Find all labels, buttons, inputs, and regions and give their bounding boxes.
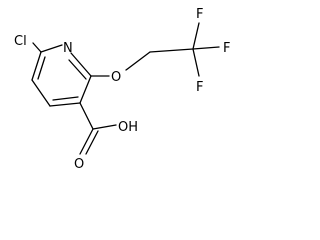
atom-f-right: F (223, 41, 230, 56)
atom-f-bottom: F (196, 80, 203, 95)
bond-c5-c6 (31, 51, 42, 81)
bond-c-o-carbonyl-inner (85, 130, 99, 155)
atom-n: N (63, 41, 73, 56)
atom-f-top: F (196, 7, 203, 22)
bond-c2-c3 (79, 75, 92, 104)
bond-cl-c6 (32, 42, 42, 53)
chemical-structure: Cl N O F F F OH O (14, 7, 230, 172)
bond-n-c2-inner (68, 59, 87, 80)
bond-ch2-cf3 (149, 48, 194, 53)
bond-n-c2 (70, 52, 92, 77)
atom-cl: Cl (14, 34, 27, 49)
bond-cf3-f-top (192, 22, 200, 50)
bond-cf3-f-right (192, 46, 220, 50)
bond-c-oh (92, 124, 117, 130)
bond-c-o-carbonyl (79, 128, 94, 155)
bond-c3-c4-inner (52, 96, 79, 101)
atom-labels: Cl N O F F F OH O (14, 7, 230, 172)
bond-c5-c6-inner (37, 56, 46, 80)
atom-o-carbonyl: O (74, 157, 84, 172)
atom-o-ether: O (111, 70, 121, 85)
bond-c6-n (40, 44, 63, 53)
bond-c3-c4 (49, 102, 81, 107)
bond-cf3-f-bottom (192, 48, 200, 77)
bond-c4-c5 (31, 79, 51, 107)
atom-oh: OH (118, 120, 138, 135)
bond-o-ch2 (125, 51, 151, 71)
bonds (31, 22, 220, 155)
bond-c3-cooh (79, 102, 94, 130)
